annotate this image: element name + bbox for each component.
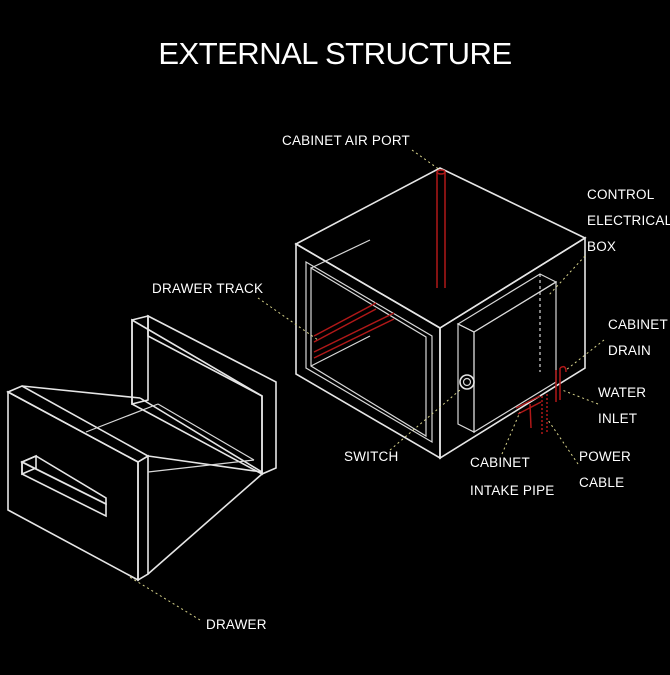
- label-control-line1: CONTROL: [587, 187, 655, 202]
- drawer-back-inner: [131, 318, 263, 476]
- drawer-front-panel: [7, 390, 139, 582]
- cabinet: [294, 167, 587, 460]
- label-control-line3: BOX: [587, 239, 617, 254]
- drawer-assembly: [6, 314, 277, 582]
- label-switch: SWITCH: [344, 449, 399, 464]
- switch-knob: [459, 374, 475, 390]
- cabinet-opening-inner: [310, 266, 427, 438]
- label-cabinet-drain-line1: CABINET: [608, 317, 668, 332]
- label-intake-pipe-line1: CABINET: [470, 455, 530, 470]
- label-drawer: DRAWER: [206, 617, 267, 632]
- label-power-cable-line1: POWER: [579, 449, 632, 464]
- cabinet-drain-pipe: [555, 368, 561, 402]
- label-power-cable-line2: CABLE: [579, 475, 625, 490]
- label-intake-pipe-line2: INTAKE PIPE: [470, 483, 555, 498]
- label-water-inlet-line2: INLET: [598, 411, 638, 426]
- drawer-track-rails: [313, 302, 395, 359]
- drawer-back-panel: [131, 314, 149, 406]
- cabinet-opening: [305, 260, 433, 444]
- air-port-pipe: [436, 169, 446, 288]
- cabinet-right-face: [439, 236, 586, 460]
- rear-pipes: [515, 365, 567, 436]
- label-water-inlet-line1: WATER: [598, 385, 647, 400]
- water-inlet-pipe: [541, 394, 548, 436]
- label-control-line2: ELECTRICAL: [587, 213, 670, 228]
- label-drawer-track: DRAWER TRACK: [152, 281, 264, 296]
- drawer-handle: [20, 454, 107, 518]
- page-title: EXTERNAL STRUCTURE: [158, 36, 512, 71]
- cabinet-top-face: [294, 167, 587, 329]
- label-cabinet-air-port: CABINET AIR PORT: [282, 133, 410, 148]
- label-cabinet-drain-line2: DRAIN: [608, 343, 652, 358]
- power-cable: [529, 403, 532, 429]
- leader-lines: [127, 149, 605, 621]
